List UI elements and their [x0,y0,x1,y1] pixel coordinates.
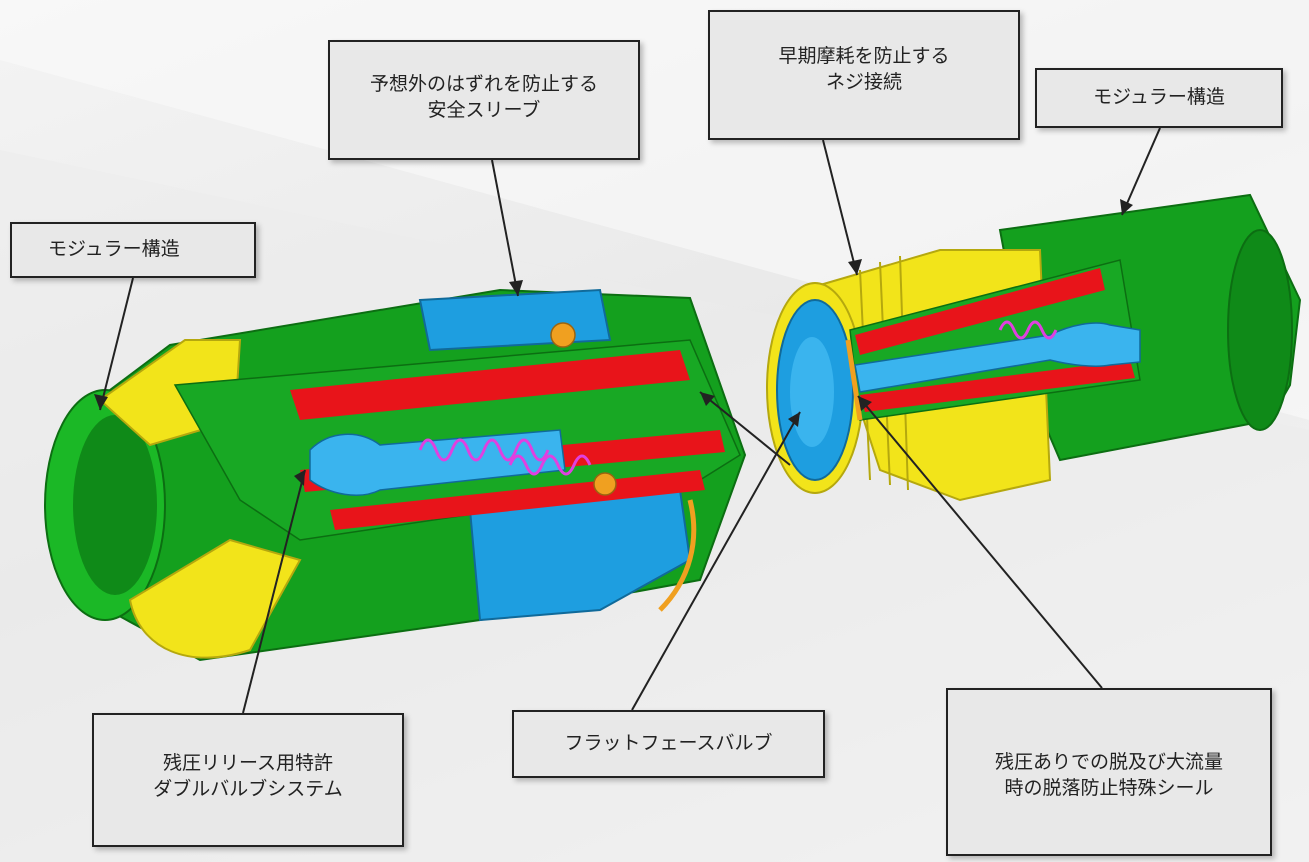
leader-sleeve [491,159,519,297]
callout-double-valve: 残圧リリース用特許 ダブルバルブシステム [92,713,404,847]
callout-seal-line1: 残圧ありでの脱及び大流量 [994,751,1223,773]
arrowhead-valve [294,470,305,486]
safety-sleeve-top [418,288,612,352]
arrowhead-seal [858,396,872,411]
left-red-part-upper [290,350,690,420]
right-valve-stem [854,322,1141,393]
callout-modular-right-text: モジュラー構造 [1093,86,1225,109]
arrowhead-flatface-2 [700,392,715,406]
arrowhead-modular-right [1120,199,1133,215]
spring-lower [508,454,592,476]
left-collar-bottom [128,538,302,659]
leader-thread [822,139,858,276]
right-spring [998,320,1058,340]
callout-safety-sleeve: 予想外のはずれを防止する 安全スリーブ [328,40,640,160]
leader-flatface-2 [699,391,791,466]
leader-arrowheads [94,199,1133,486]
right-red-part-upper [855,268,1105,355]
arrowhead-flatface [788,412,800,427]
arrowhead-sleeve [509,280,523,296]
left-opening-bore [73,415,157,595]
callout-safety-sleeve-line2: 安全スリーブ [427,98,541,121]
callout-thread-connection: 早期摩耗を防止する ネジ接続 [708,10,1020,140]
flat-face-center [790,337,834,447]
callout-flatface-text: フラットフェースバルブ [564,732,773,755]
right-coupling-half [766,193,1302,502]
callout-valve-line1: 残圧リリース用特許 [162,752,334,774]
leader-lines [99,127,1161,714]
locking-ball-bottom [593,472,617,496]
leader-modular-right [1121,127,1161,216]
callout-modular-left-text: モジュラー構造 [48,238,180,261]
callout-modular-left: モジュラー構造 [10,222,256,278]
spring-upper [418,438,550,462]
callout-valve-line2: ダブルバルブシステム [153,777,343,800]
leader-valve [242,469,306,714]
callout-modular-right: モジュラー構造 [1035,68,1283,128]
arrowhead-modular-left [94,394,108,410]
sleeve-edge-accent [658,499,697,612]
double-valve-core [309,429,566,496]
callout-thread-line1: 早期摩耗を防止する [778,45,950,67]
arrowhead-thread [848,259,862,275]
leader-flatface [631,411,801,711]
leader-modular-left [99,277,134,411]
callout-special-seal: 残圧ありでの脱及び大流量 時の脱落防止特殊シール [946,688,1272,856]
locking-ball-top [550,322,576,348]
callout-safety-sleeve-line1: 予想外のはずれを防止する [369,73,598,95]
callout-thread-line2: ネジ接続 [825,70,902,93]
right-opening-bore [1227,229,1293,431]
leader-seal [857,395,1103,689]
left-coupling-half [44,288,747,662]
special-seal [845,339,863,421]
callout-seal-line2: 時の脱落防止特殊シール [1004,776,1214,799]
callout-flat-face-valve: フラットフェースバルブ [512,710,825,778]
right-red-part-lower [860,360,1135,412]
